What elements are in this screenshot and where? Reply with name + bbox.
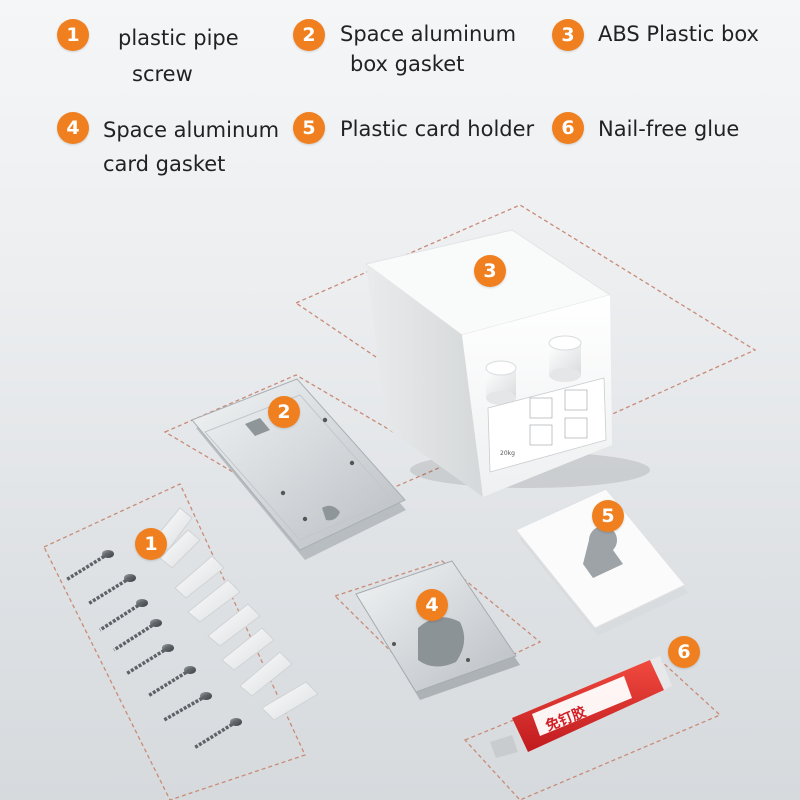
plastic-anchor [159, 529, 201, 569]
frame-box [294, 204, 757, 456]
legend-label-3: ABS Plastic box [598, 22, 759, 46]
marker-2: 2 [268, 396, 300, 428]
screw [193, 718, 242, 750]
marker-6: 6 [668, 636, 700, 668]
legend-badge-6: 6 [552, 112, 584, 144]
box-sticker-weight: 20kg [500, 450, 515, 457]
marker-1: 1 [135, 528, 167, 560]
legend-label-1: plastic pipe screw [118, 20, 239, 92]
plastic-anchor [187, 579, 241, 623]
screw [87, 574, 136, 606]
plastic-anchor [207, 603, 261, 647]
legend-label-4-line1: Space aluminum [103, 118, 280, 142]
frame-card-gasket [333, 560, 542, 693]
screw [125, 644, 174, 676]
legend-label-2-line1: Space aluminum [340, 22, 517, 46]
frame-glue [463, 659, 722, 800]
plastic-anchor [239, 651, 293, 697]
abs-plastic-box: 20kg [364, 229, 650, 497]
aluminum-box-gasket [191, 378, 406, 560]
screws-group [65, 550, 242, 750]
aluminum-card-gasket [355, 560, 520, 700]
marker-5: 5 [592, 500, 624, 532]
marker-3: 3 [474, 255, 506, 287]
legend-label-4: Space aluminum card gasket [103, 112, 279, 182]
legend-label-1-line2: screw [132, 62, 193, 86]
legend-label-6: Nail-free glue [598, 117, 740, 141]
screw [163, 692, 212, 722]
legend-label-2: Space aluminum box gasket [340, 16, 516, 82]
plastic-anchor [261, 681, 319, 721]
screw [147, 666, 196, 698]
legend-badge-3: 3 [552, 19, 584, 51]
glue-tube: 免钉胶 [490, 656, 672, 758]
screw [113, 619, 162, 652]
frame-screws [43, 483, 306, 800]
screw [99, 599, 148, 632]
legend-badge-4: 4 [57, 112, 89, 144]
box-knob-left [485, 360, 517, 405]
legend-label-1-line1: plastic pipe [118, 26, 239, 50]
plastic-card-holder [515, 488, 688, 636]
marker-4: 4 [416, 589, 448, 621]
legend-badge-2: 2 [293, 19, 325, 51]
legend-badge-1: 1 [57, 19, 89, 51]
screw [65, 550, 114, 582]
plastic-anchor [174, 555, 225, 599]
legend-badge-5: 5 [293, 112, 325, 144]
legend-label-4-line2: card gasket [103, 152, 226, 176]
legend-label-5: Plastic card holder [340, 117, 535, 141]
legend-label-2-line2: box gasket [350, 52, 465, 76]
plastic-anchor [221, 627, 275, 671]
box-knob-right [548, 335, 582, 382]
